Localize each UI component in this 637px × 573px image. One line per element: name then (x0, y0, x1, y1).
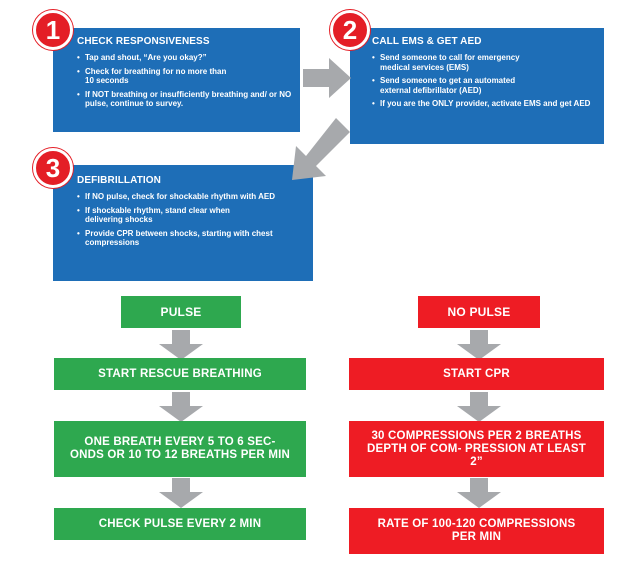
arrow-diagonal-icon (288, 118, 354, 184)
pulse-step-2: ONE BREATH EVERY 5 TO 6 SEC- ONDS OR 10 … (54, 421, 306, 477)
step-3-bullet: If shockable rhythm, stand clear when de… (77, 206, 305, 225)
step-3-bullet: Provide CPR between shocks, starting wit… (77, 229, 305, 248)
pulse-step-3: CHECK PULSE EVERY 2 MIN (54, 508, 306, 540)
step-1-bullet: Tap and shout, “Are you okay?” (77, 53, 292, 63)
step-1-bullets: Tap and shout, “Are you okay?” Check for… (77, 53, 292, 109)
no-pulse-step-1: START CPR (349, 358, 604, 390)
step-3-badge: 3 (33, 148, 73, 188)
arrow-down-icon (457, 478, 501, 508)
step-1-bullet: Check for breathing for no more than 10 … (77, 67, 292, 86)
step-2-bullets: Send someone to call for emergency medic… (372, 53, 594, 109)
arrow-down-icon (457, 330, 501, 360)
step-3-bullets: If NO pulse, check for shockable rhythm … (77, 192, 305, 248)
pulse-step-1: START RESCUE BREATHING (54, 358, 306, 390)
step-2-box: CALL EMS & GET AED Send someone to call … (350, 28, 604, 144)
step-2-bullet: Send someone to call for emergency medic… (372, 53, 594, 72)
no-pulse-step-2: 30 COMPRESSIONS PER 2 BREATHS DEPTH OF C… (349, 421, 604, 477)
step-2-badge: 2 (330, 10, 370, 50)
pulse-header: PULSE (121, 296, 241, 328)
no-pulse-step-3: RATE OF 100-120 COMPRESSIONS PER MIN (349, 508, 604, 554)
arrow-down-icon (457, 392, 501, 422)
no-pulse-header: NO PULSE (418, 296, 540, 328)
step-1-bullet: If NOT breathing or insufficiently breat… (77, 90, 292, 109)
step-3-bullet: If NO pulse, check for shockable rhythm … (77, 192, 305, 202)
step-1-box: CHECK RESPONSIVENESS Tap and shout, “Are… (53, 28, 300, 132)
arrow-down-icon (159, 330, 203, 360)
step-3-title: DEFIBRILLATION (77, 175, 161, 186)
arrow-right-icon (303, 58, 351, 98)
step-1-badge: 1 (33, 10, 73, 50)
step-3-box: DEFIBRILLATION If NO pulse, check for sh… (53, 165, 313, 281)
step-2-bullet: If you are the ONLY provider, activate E… (372, 99, 594, 109)
arrow-down-icon (159, 392, 203, 422)
arrow-down-icon (159, 478, 203, 508)
step-2-title: CALL EMS & GET AED (372, 36, 482, 47)
step-1-title: CHECK RESPONSIVENESS (77, 36, 210, 47)
step-2-bullet: Send someone to get an automated externa… (372, 76, 594, 95)
